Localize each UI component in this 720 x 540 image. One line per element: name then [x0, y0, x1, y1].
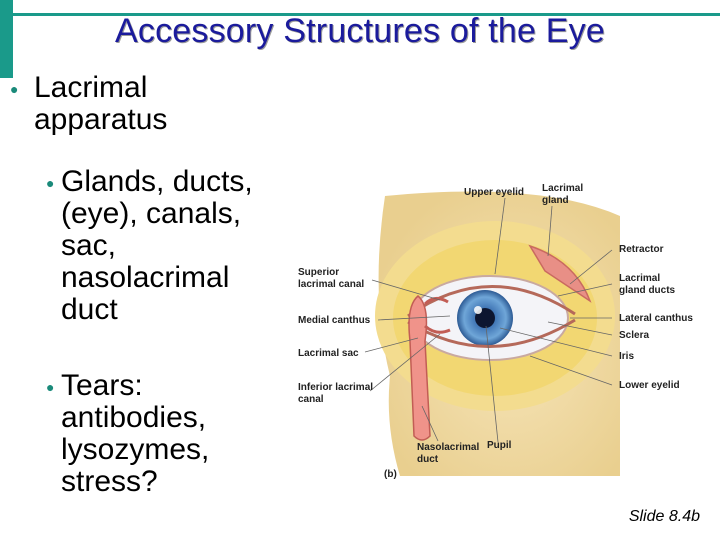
- label-retractor: Retractor: [619, 244, 664, 255]
- lacrimal-sac-shape: [408, 295, 431, 441]
- upper-eyelid-shape: [407, 285, 576, 318]
- bullet-dot-icon: ●: [46, 175, 55, 191]
- iris-highlight: [474, 306, 482, 314]
- label-iris: Iris: [619, 351, 634, 362]
- lower-eyelid-shape: [407, 318, 576, 348]
- bullet-dot-icon: ●: [10, 81, 19, 97]
- label-nasolacrimal-duct-line2: duct: [417, 454, 439, 465]
- bullet-text: Lacrimal apparatus: [34, 71, 168, 136]
- label-superior-canal-line2: lacrimal canal: [298, 279, 364, 290]
- label-sclera: Sclera: [619, 330, 649, 341]
- lacrimal-gland-shape: [528, 244, 592, 303]
- title-rule: [13, 13, 720, 16]
- bullet-glands: ● Glands, ducts, (eye), canals, sac, nas…: [46, 166, 271, 326]
- bullet-tears: ● Tears: antibodies, lysozymes, stress?: [46, 370, 271, 498]
- label-inferior-canal: Inferior lacrimal: [298, 382, 373, 393]
- inferior-canal-shape: [423, 324, 451, 334]
- label-lacrimal-gland: Lacrimal: [542, 183, 583, 194]
- eye-illustration: Upper eyelid Lacrimal gland Retractor Su…: [290, 176, 710, 494]
- bullet-lacrimal-apparatus: ● Lacrimal apparatus: [10, 72, 234, 136]
- slide-title: Accessory Structures of the Eye: [115, 12, 605, 50]
- panel-label: (b): [384, 469, 397, 480]
- label-lateral-canthus: Lateral canthus: [619, 313, 693, 324]
- bullet-text: Glands, ducts, (eye), canals, sac, nasol…: [61, 165, 253, 326]
- label-lower-eyelid: Lower eyelid: [619, 380, 680, 391]
- label-upper-eyelid: Upper eyelid: [464, 187, 524, 198]
- label-inferior-canal-line2: canal: [298, 394, 324, 405]
- accent-bar: [0, 0, 13, 78]
- label-lacrimal-ducts: Lacrimal: [619, 273, 660, 284]
- bullet-dot-icon: ●: [46, 379, 55, 395]
- eye-diagram-svg: Upper eyelid Lacrimal gland Retractor Su…: [298, 183, 693, 480]
- bullet-text: Tears: antibodies, lysozymes, stress?: [61, 369, 210, 498]
- label-nasolacrimal-duct: Nasolacrimal: [417, 442, 479, 453]
- label-pupil: Pupil: [487, 440, 512, 451]
- label-lacrimal-sac: Lacrimal sac: [298, 348, 359, 359]
- label-lacrimal-ducts-line2: gland ducts: [619, 285, 676, 296]
- label-lacrimal-gland-line2: gland: [542, 195, 569, 206]
- label-superior-canal: Superior: [298, 267, 339, 278]
- slide-number: Slide 8.4b: [628, 508, 700, 525]
- label-medial-canthus: Medial canthus: [298, 315, 371, 326]
